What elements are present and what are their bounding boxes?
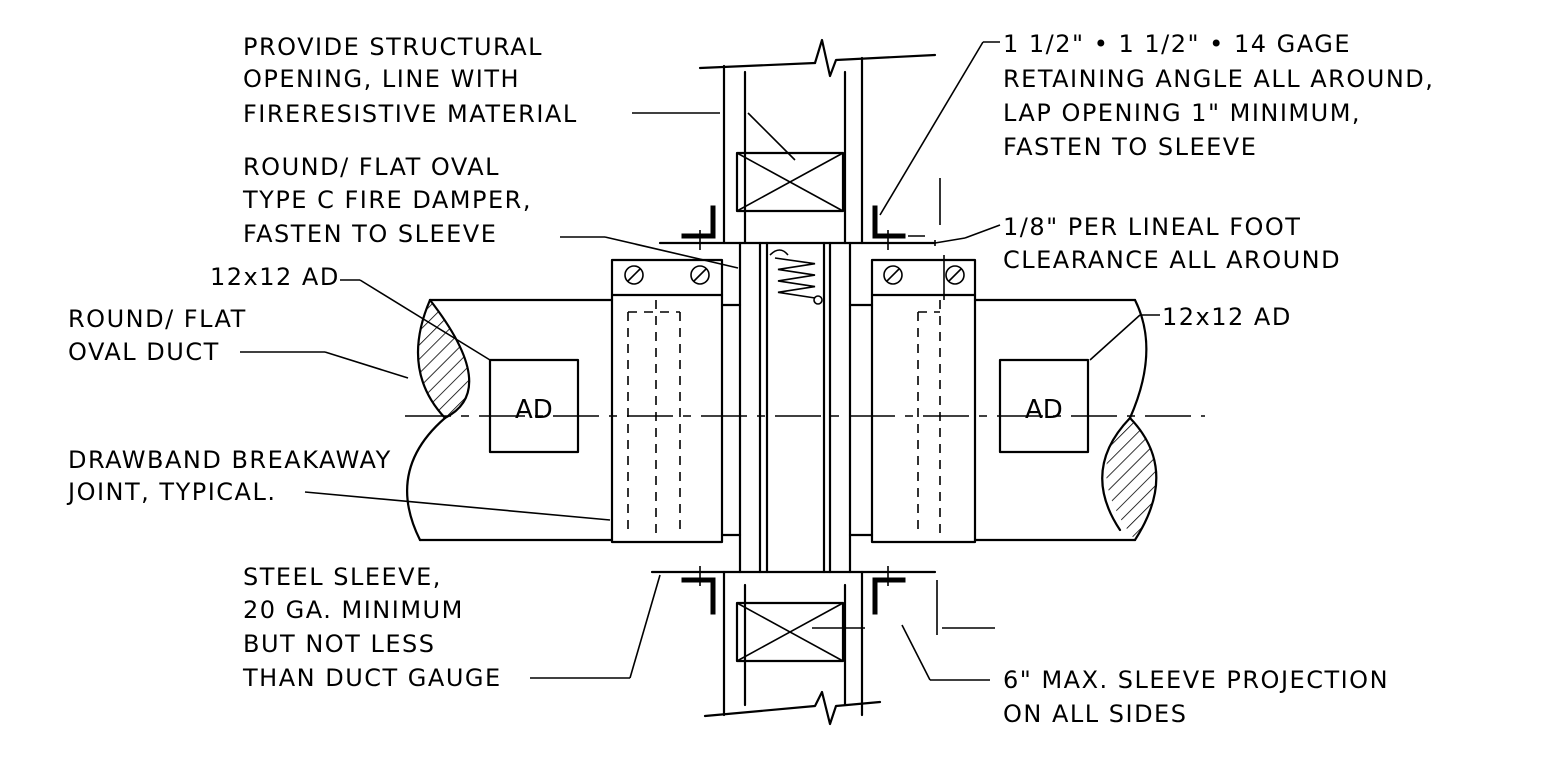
drawband-joint-right <box>870 258 977 544</box>
callout-structural-opening: PROVIDE STRUCTURAL OPENING, LINE WITH FI… <box>243 33 578 128</box>
callout-line: THAN DUCT GAUGE <box>242 664 502 692</box>
callout-line: BUT NOT LESS <box>243 630 435 658</box>
duct-left <box>406 298 614 542</box>
callout-clearance: 1/8" PER LINEAL FOOT CLEARANCE ALL AROUN… <box>1003 213 1341 274</box>
callout-access-door-left: 12x12 AD <box>210 263 340 291</box>
retaining-angles <box>681 205 906 615</box>
callout-line: FIRERESISTIVE MATERIAL <box>243 100 578 128</box>
callout-line: 20 GA. MINIMUM <box>243 596 464 624</box>
callout-line: ON ALL SIDES <box>1003 700 1187 728</box>
callout-fire-damper: ROUND/ FLAT OVAL TYPE C FIRE DAMPER, FAS… <box>242 153 532 248</box>
callout-line: PROVIDE STRUCTURAL <box>243 33 543 61</box>
steel-sleeve <box>720 241 874 574</box>
callout-access-door-right: 12x12 AD <box>1162 303 1292 331</box>
callout-line: STEEL SLEEVE, <box>243 563 442 591</box>
callout-retaining-angle: 1 1/2" • 1 1/2" • 14 GAGE RETAINING ANGL… <box>1003 30 1434 161</box>
callout-line: 1/8" PER LINEAL FOOT <box>1003 213 1301 241</box>
wall-upper <box>658 38 937 245</box>
leader-lines <box>240 41 1160 681</box>
damper-spring <box>774 257 816 299</box>
duct-right <box>973 298 1158 542</box>
callout-line: ROUND/ FLAT OVAL <box>243 153 500 181</box>
access-door-left-tag: AD <box>515 395 553 425</box>
access-door-right-tag: AD <box>1025 395 1063 425</box>
projection-dimension <box>812 580 995 635</box>
access-door-left: AD <box>488 358 580 454</box>
clearance-dimension <box>908 178 966 300</box>
callout-line: FASTEN TO SLEEVE <box>1003 133 1257 161</box>
callout-line: JOINT, TYPICAL. <box>66 478 276 506</box>
callout-line: CLEARANCE ALL AROUND <box>1003 246 1341 274</box>
callout-line: DRAWBAND BREAKAWAY <box>68 446 392 474</box>
drawband-joint-left <box>610 258 724 544</box>
callout-drawband: DRAWBAND BREAKAWAY JOINT, TYPICAL. <box>66 446 392 506</box>
callout-duct: ROUND/ FLAT OVAL DUCT <box>68 305 247 366</box>
callout-line: TYPE C FIRE DAMPER, <box>242 186 532 214</box>
callout-line: OVAL DUCT <box>68 338 220 366</box>
callout-line: OPENING, LINE WITH <box>243 65 520 93</box>
fire-damper <box>765 241 826 574</box>
callout-line: ROUND/ FLAT <box>68 305 247 333</box>
callout-sleeve: STEEL SLEEVE, 20 GA. MINIMUM BUT NOT LES… <box>242 563 502 692</box>
callout-line: LAP OPENING 1" MINIMUM, <box>1003 99 1361 127</box>
callout-line: RETAINING ANGLE ALL AROUND, <box>1003 65 1434 93</box>
callout-projection: 6" MAX. SLEEVE PROJECTION ON ALL SIDES <box>1003 666 1389 728</box>
callout-line: 6" MAX. SLEEVE PROJECTION <box>1003 666 1389 694</box>
access-door-right: AD <box>998 358 1090 454</box>
wall-lower <box>650 570 937 726</box>
callout-line: FASTEN TO SLEEVE <box>243 220 497 248</box>
callout-line: 1 1/2" • 1 1/2" • 14 GAGE <box>1003 30 1351 58</box>
